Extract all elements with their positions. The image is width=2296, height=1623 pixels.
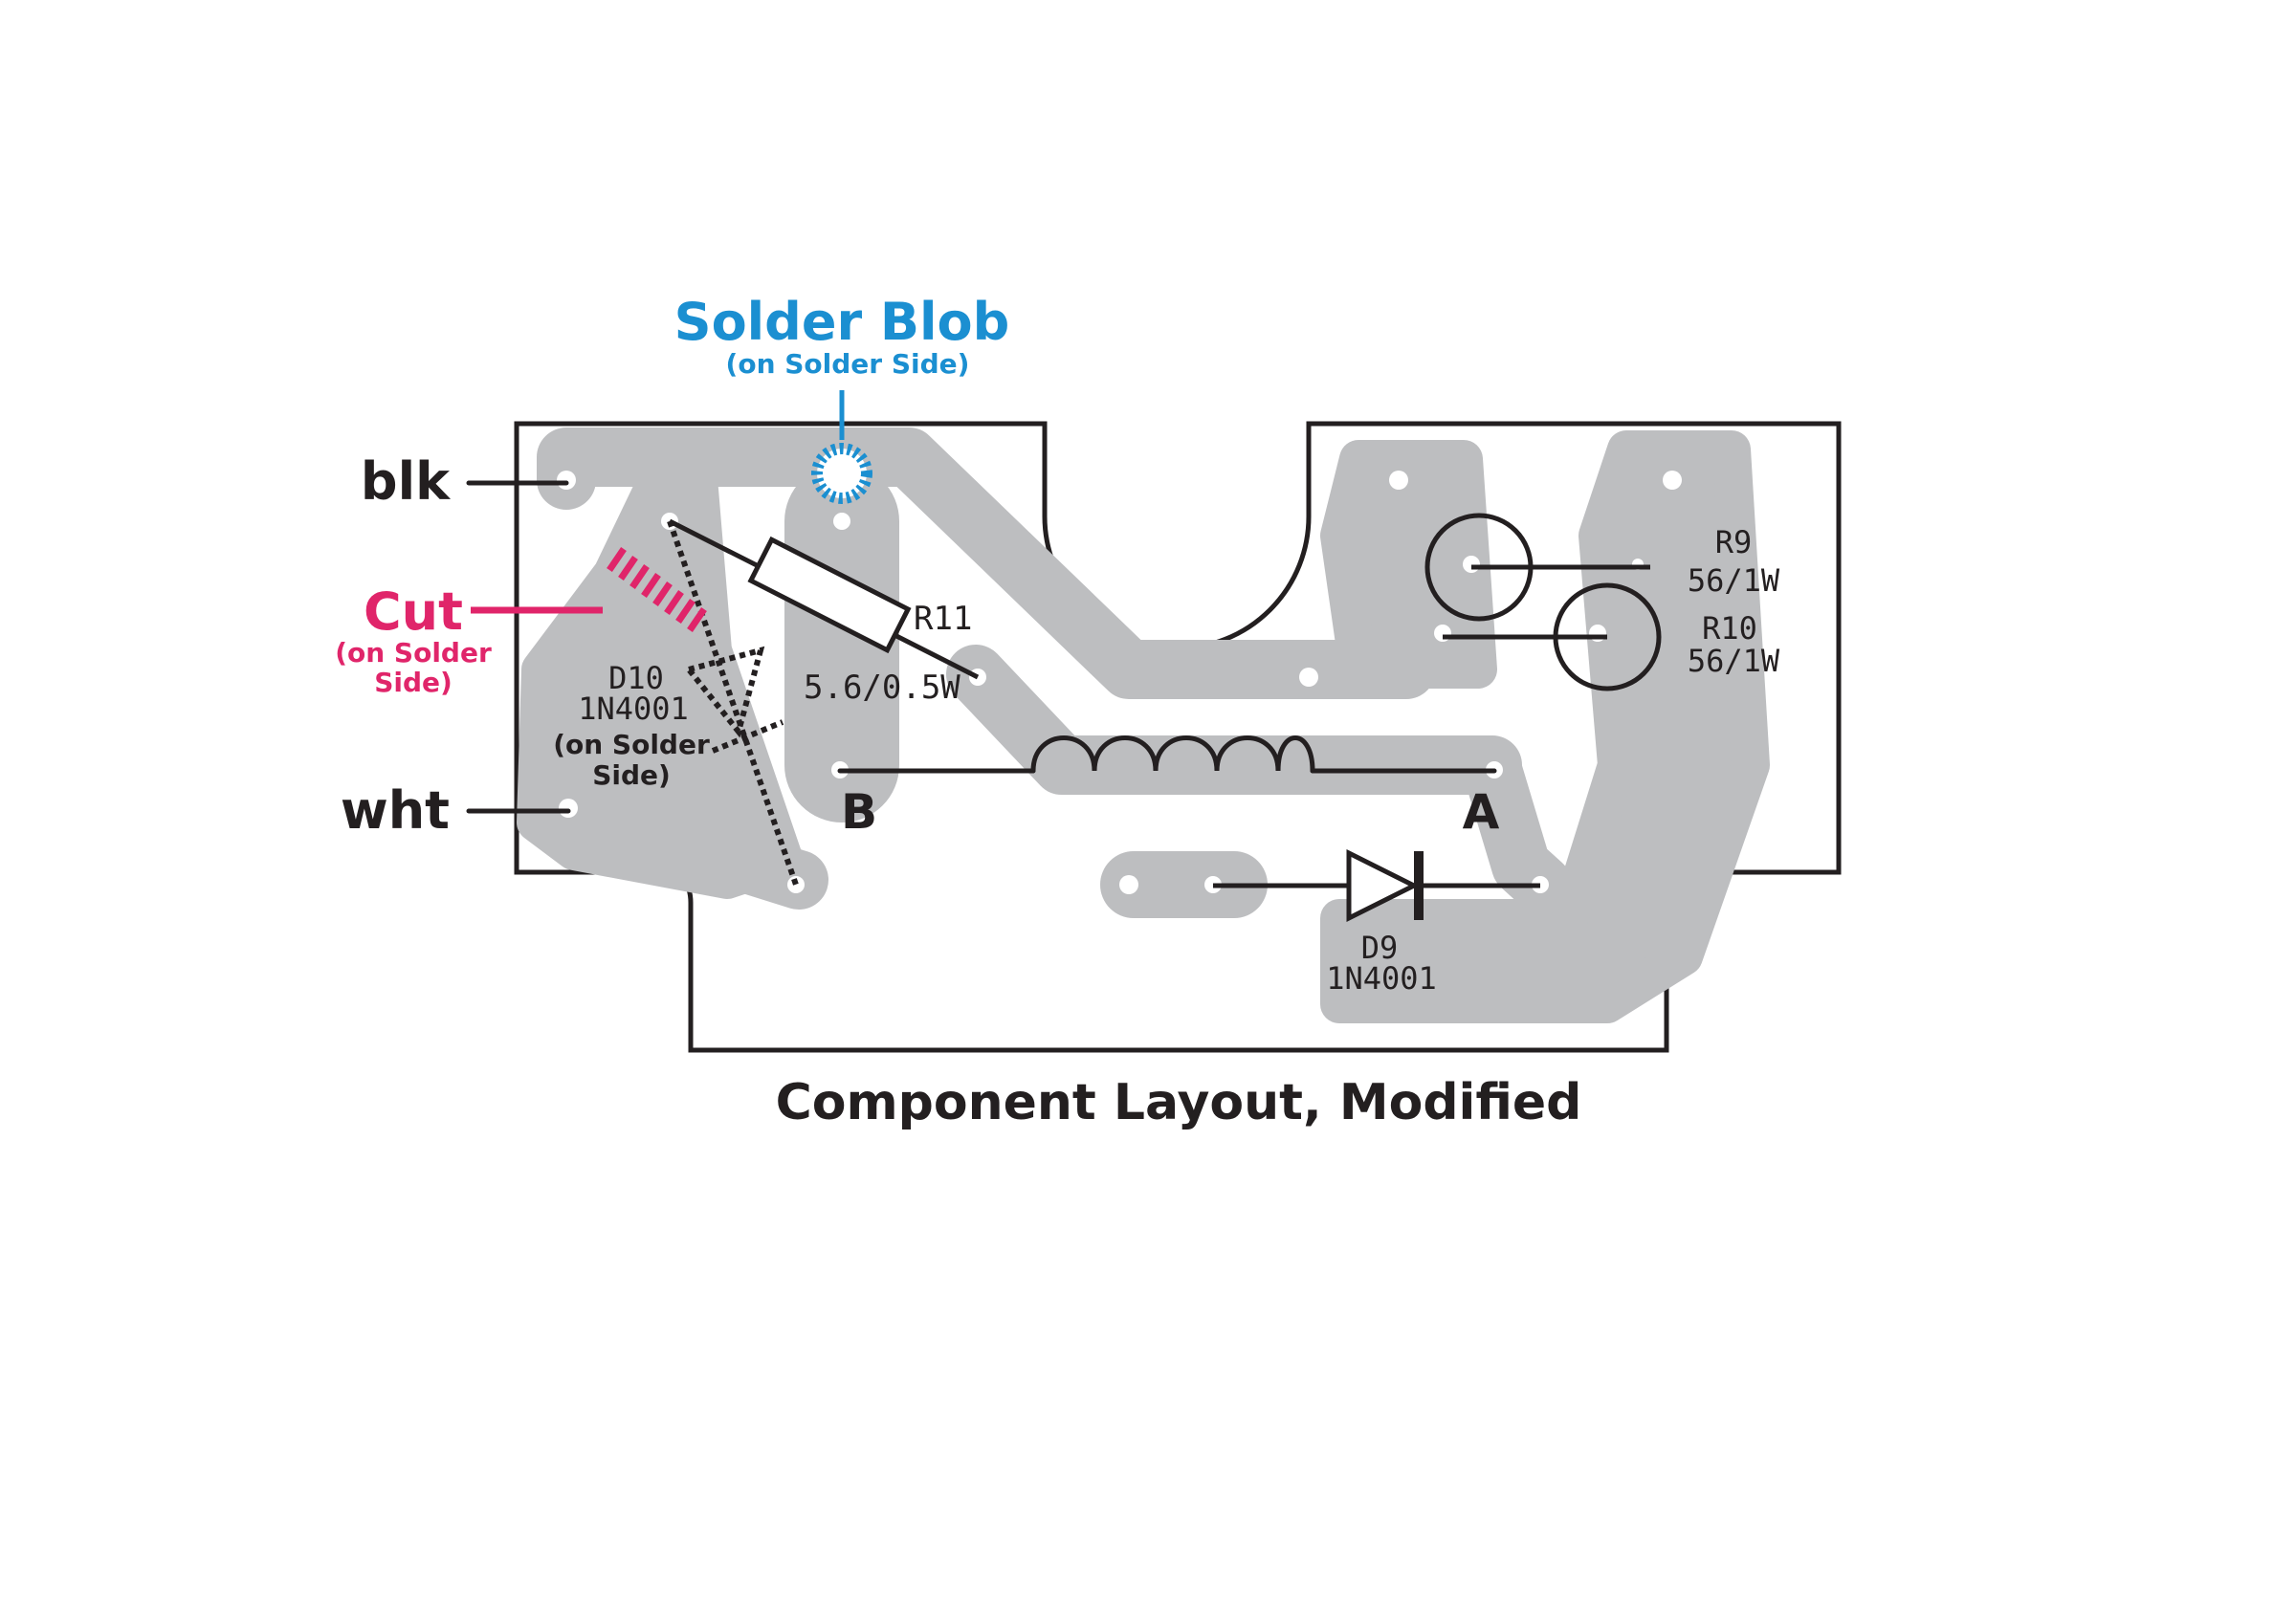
cut-note-line2: Side) bbox=[374, 667, 453, 698]
diode-d9 bbox=[1213, 848, 1540, 923]
r11-value: 5.6/0.5W bbox=[804, 669, 960, 707]
d10-triangle bbox=[683, 646, 765, 738]
inductor-coil bbox=[1030, 735, 1315, 774]
cut-dash bbox=[652, 581, 673, 606]
trace-left-lower bbox=[540, 779, 828, 910]
inductor bbox=[837, 735, 1497, 774]
d10-note-line1: (on Solder bbox=[553, 729, 710, 760]
resistor-r11 bbox=[668, 518, 980, 680]
d9-part: 1N4001 bbox=[1326, 960, 1437, 997]
blk-label: blk bbox=[361, 451, 451, 512]
trace-left-area bbox=[517, 459, 804, 899]
r11-ref: R11 bbox=[914, 600, 972, 638]
cut-dash bbox=[641, 573, 661, 598]
d10-bar bbox=[711, 719, 784, 754]
pad-hole-r9-left bbox=[1463, 556, 1480, 573]
cut-label: Cut bbox=[364, 581, 463, 642]
d9-triangle bbox=[1346, 848, 1420, 923]
d10-ref: D10 bbox=[608, 660, 664, 696]
solder-blob-label: Solder Blob bbox=[674, 292, 1010, 352]
cut-dash bbox=[675, 599, 695, 624]
solder-blob-ring bbox=[811, 443, 872, 504]
cut-dash bbox=[687, 607, 707, 632]
cut-marks bbox=[471, 547, 707, 632]
trace-inductor bbox=[946, 645, 1522, 795]
pad-hole-blk bbox=[557, 471, 576, 490]
d10-note-line2: Side) bbox=[592, 759, 671, 791]
inductor-end-b-label: B bbox=[841, 784, 877, 840]
r10-value: 56/1W bbox=[1688, 643, 1780, 679]
pad-hole-wht bbox=[559, 799, 578, 818]
pad-hole-d9-left-a bbox=[1119, 875, 1138, 894]
r10-ref: R10 bbox=[1702, 610, 1757, 647]
trace-top bbox=[537, 428, 1338, 699]
cut-dash bbox=[664, 590, 684, 615]
diagram-title: Component Layout, Modified bbox=[776, 1074, 1582, 1131]
d9-ref: D9 bbox=[1361, 930, 1399, 966]
wire-leads bbox=[466, 480, 571, 814]
pad-hole-top-right bbox=[1663, 471, 1682, 490]
r9-ref: R9 bbox=[1715, 524, 1753, 560]
r11-body bbox=[747, 536, 912, 654]
cut-dash bbox=[618, 556, 638, 581]
wht-label: wht bbox=[341, 780, 450, 841]
r9-value: 56/1W bbox=[1688, 562, 1780, 599]
resistor-r10 bbox=[1443, 582, 1662, 691]
cut-dash bbox=[629, 564, 650, 589]
cut-note-line1: (on Solder bbox=[335, 637, 492, 669]
resistor-r9 bbox=[1424, 513, 1650, 622]
inductor-end-a-label: A bbox=[1463, 784, 1500, 840]
cut-dash bbox=[607, 547, 627, 572]
pad-hole-blob bbox=[833, 513, 850, 530]
d10-part: 1N4001 bbox=[578, 691, 689, 727]
pad-hole-top-mid bbox=[1389, 471, 1408, 490]
d10-lead bbox=[667, 520, 799, 886]
solder-blob-note: (on Solder Side) bbox=[726, 348, 970, 380]
diode-d10-dashed bbox=[667, 520, 799, 886]
pad-hole-mid bbox=[1299, 668, 1318, 687]
